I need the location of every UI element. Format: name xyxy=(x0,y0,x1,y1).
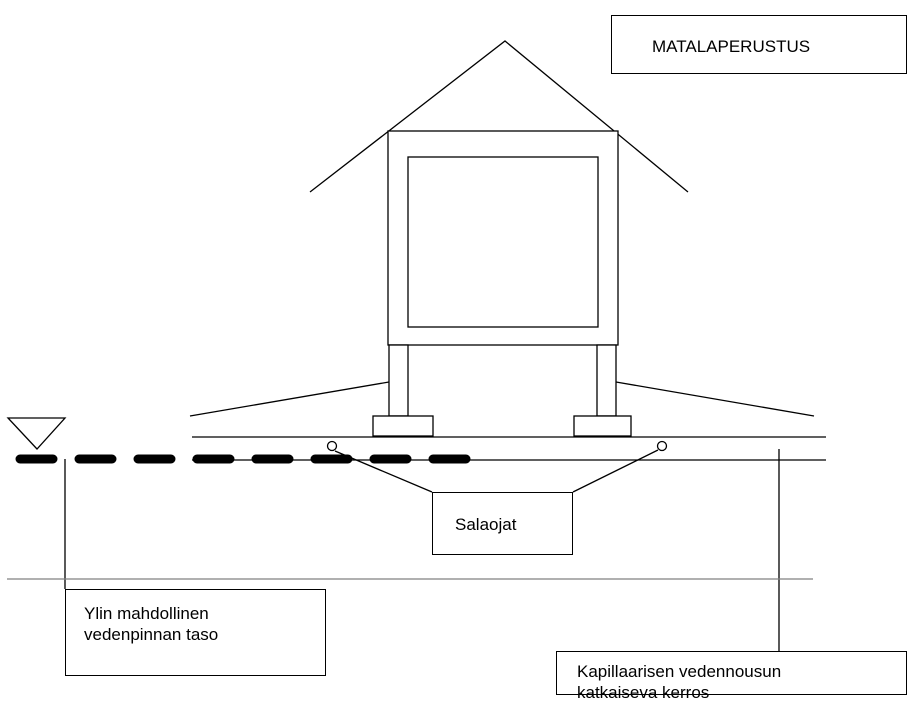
post-left xyxy=(388,344,409,417)
drain-pipe-left-icon xyxy=(326,440,338,452)
title-box: MATALAPERUSTUS xyxy=(611,15,907,74)
water-level-label-line2: vedenpinnan taso xyxy=(84,625,219,644)
drain-leader-right xyxy=(572,449,659,493)
house-window xyxy=(407,156,599,328)
diagram-title: MATALAPERUSTUS xyxy=(652,37,811,56)
water-level-label-box: Ylin mahdollinen vedenpinnan taso xyxy=(65,589,326,676)
water-level-triangle-icon xyxy=(6,417,67,450)
ground-slope-right xyxy=(615,381,815,417)
capillary-label-line2: katkaiseva kerros xyxy=(577,683,710,702)
capillary-layer-label-box: Kapillaarisen vedennousun katkaiseva ker… xyxy=(556,651,907,702)
drain-pipe-right-icon xyxy=(656,440,668,452)
drains-label-box: Salaojat xyxy=(432,492,573,555)
post-right xyxy=(596,344,617,417)
footing-right xyxy=(573,415,632,437)
water-level-label-line1: Ylin mahdollinen xyxy=(84,604,209,623)
capillary-label-line1: Kapillaarisen vedennousun xyxy=(577,662,782,681)
roof xyxy=(309,40,689,193)
drains-label: Salaojat xyxy=(455,515,517,534)
footing-left xyxy=(372,415,434,437)
drain-leader-left xyxy=(334,450,433,493)
house-wall xyxy=(387,130,619,346)
ground-slope-left xyxy=(189,381,390,417)
